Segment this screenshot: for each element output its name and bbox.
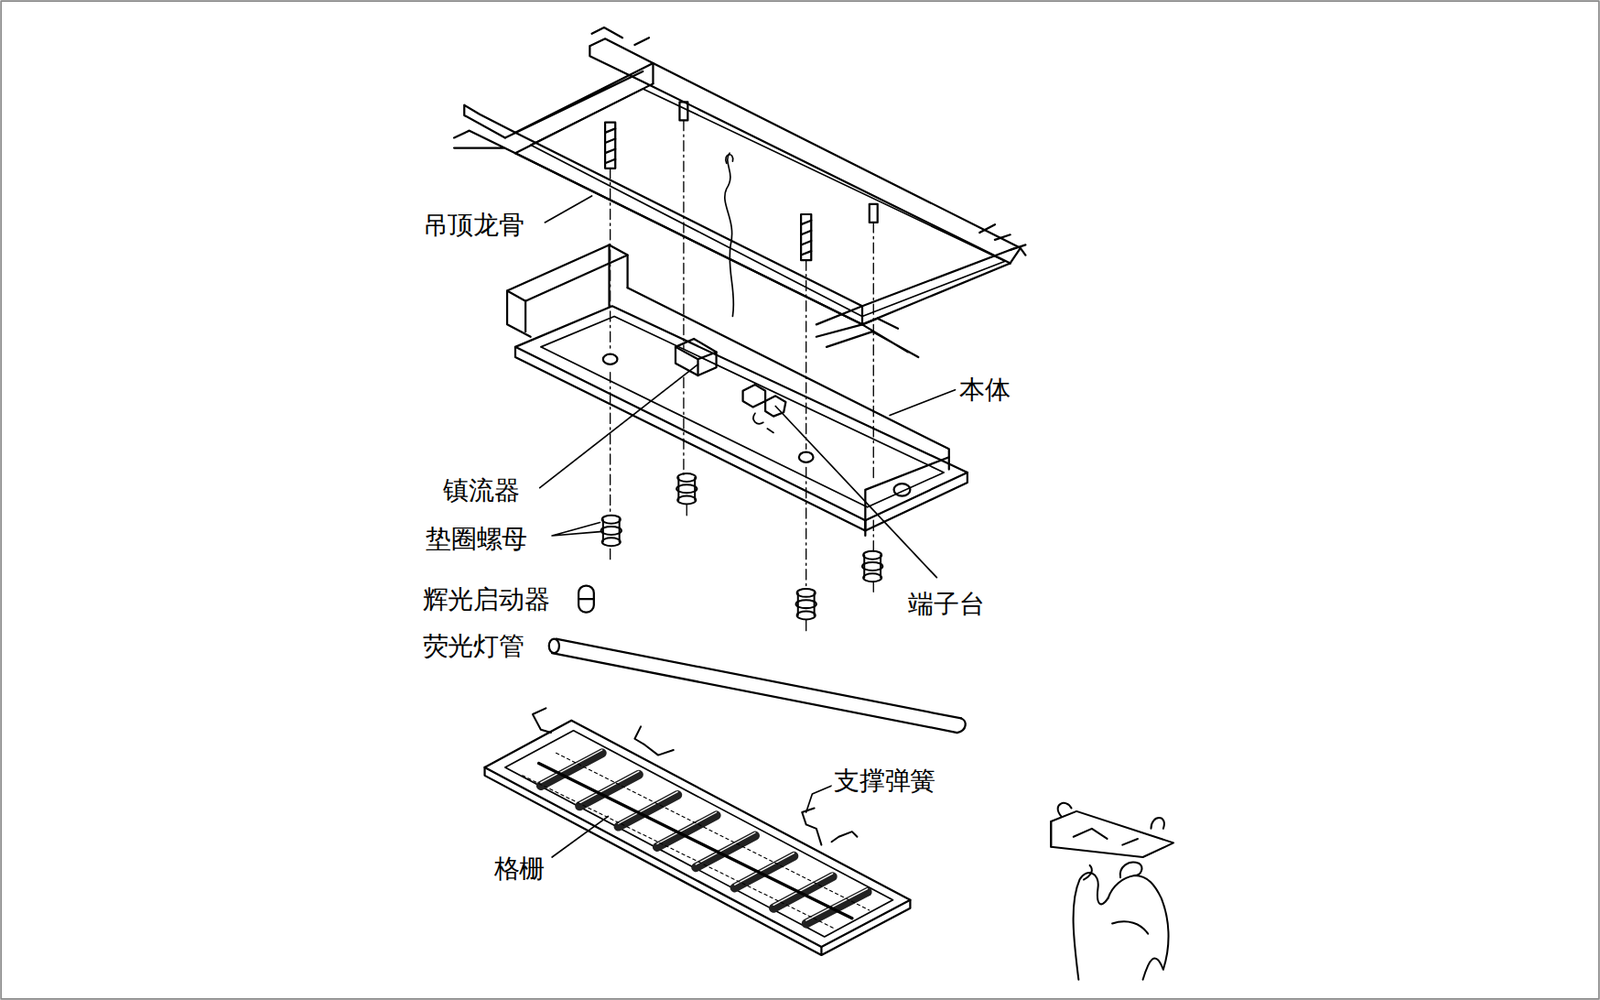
part-label: 端子台 xyxy=(906,588,987,619)
leader-lines xyxy=(540,195,956,857)
part-label: 支撑弹簧 xyxy=(832,766,939,797)
hanger-rods xyxy=(605,101,878,316)
grille xyxy=(485,720,911,955)
hand-with-clip xyxy=(1050,802,1174,980)
part-label: 辉光启动器 xyxy=(420,583,552,615)
fluorescent-tube xyxy=(549,638,966,734)
fixture-body xyxy=(507,244,968,536)
part-label: 荧光灯管 xyxy=(420,631,527,662)
part-label: 镇流器 xyxy=(441,475,522,506)
part-label: 本体 xyxy=(957,374,1013,405)
ceiling-grid xyxy=(454,27,1026,357)
washer-nuts xyxy=(601,473,884,619)
support-springs xyxy=(532,707,858,844)
part-label: 垫圈螺母 xyxy=(423,524,530,555)
part-label: 吊顶龙骨 xyxy=(420,210,527,241)
starter-symbol xyxy=(578,585,595,613)
part-label: 格栅 xyxy=(491,854,547,885)
dash-dot-lines xyxy=(610,119,875,630)
